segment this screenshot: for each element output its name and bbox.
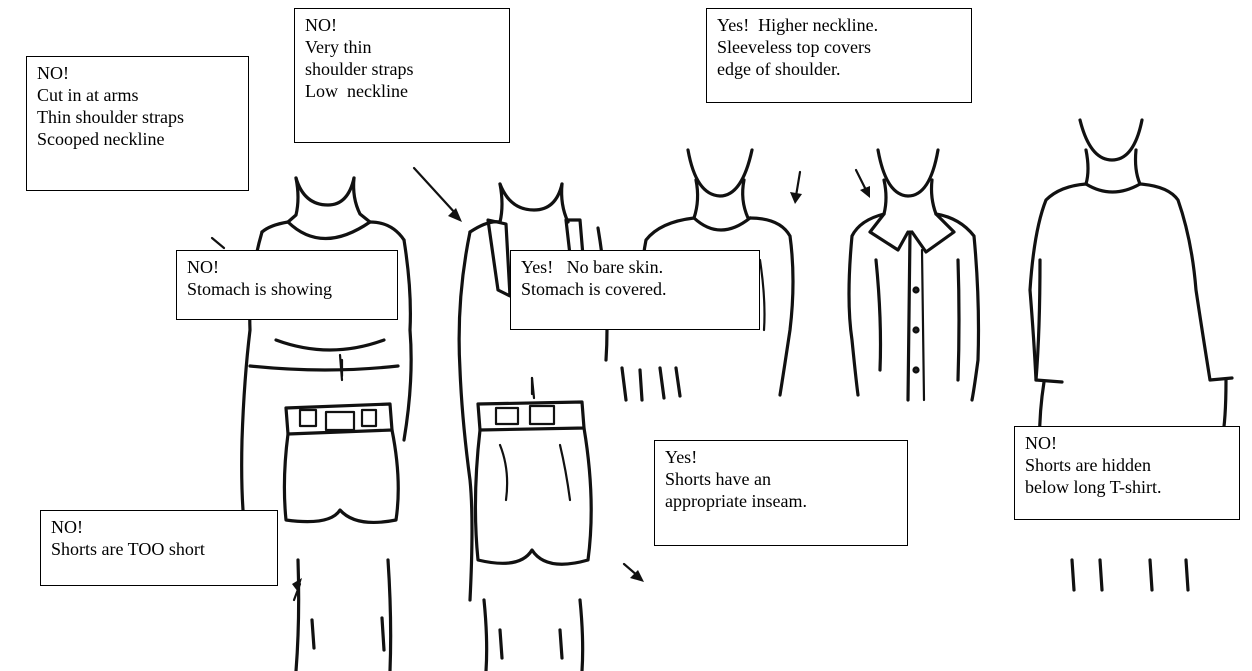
callout-line: Scooped neckline bbox=[37, 128, 238, 150]
callout-line: below long T-shirt. bbox=[1025, 476, 1229, 498]
callout-line: Stomach is showing bbox=[187, 278, 387, 300]
callout-thin-straps: NO! Very thin shoulder straps Low neckli… bbox=[294, 8, 510, 143]
callout-line: Low neckline bbox=[305, 80, 499, 102]
callout-line: Cut in at arms bbox=[37, 84, 238, 106]
callout-line: Shorts have an bbox=[665, 468, 897, 490]
callout-higher-neckline: Yes! Higher neckline. Sleeveless top cov… bbox=[706, 8, 972, 103]
callout-line: Very thin bbox=[305, 36, 499, 58]
callout-line: Sleeveless top covers bbox=[717, 36, 961, 58]
callout-appropriate-inseam: Yes! Shorts have an appropriate inseam. bbox=[654, 440, 908, 546]
callout-line: Yes! Higher neckline. bbox=[717, 14, 961, 36]
callout-line: shoulder straps bbox=[305, 58, 499, 80]
callout-line: NO! bbox=[37, 62, 238, 84]
callout-line: Shorts are TOO short bbox=[51, 538, 267, 560]
callout-stomach-showing: NO! Stomach is showing bbox=[176, 250, 398, 320]
callout-line: NO! bbox=[187, 256, 387, 278]
callout-line: edge of shoulder. bbox=[717, 58, 961, 80]
callout-too-short: NO! Shorts are TOO short bbox=[40, 510, 278, 586]
callout-line: NO! bbox=[305, 14, 499, 36]
callout-cut-in-at-arms: NO! Cut in at arms Thin shoulder straps … bbox=[26, 56, 249, 191]
callout-line: NO! bbox=[1025, 432, 1229, 454]
callout-line: Shorts are hidden bbox=[1025, 454, 1229, 476]
callout-line: Yes! No bare skin. bbox=[521, 256, 749, 278]
callout-no-bare-skin: Yes! No bare skin. Stomach is covered. bbox=[510, 250, 760, 330]
callout-line: Stomach is covered. bbox=[521, 278, 749, 300]
callout-hidden-shorts: NO! Shorts are hidden below long T-shirt… bbox=[1014, 426, 1240, 520]
callout-line: NO! bbox=[51, 516, 267, 538]
callout-line: Yes! bbox=[665, 446, 897, 468]
callout-line: appropriate inseam. bbox=[665, 490, 897, 512]
callout-line: Thin shoulder straps bbox=[37, 106, 238, 128]
